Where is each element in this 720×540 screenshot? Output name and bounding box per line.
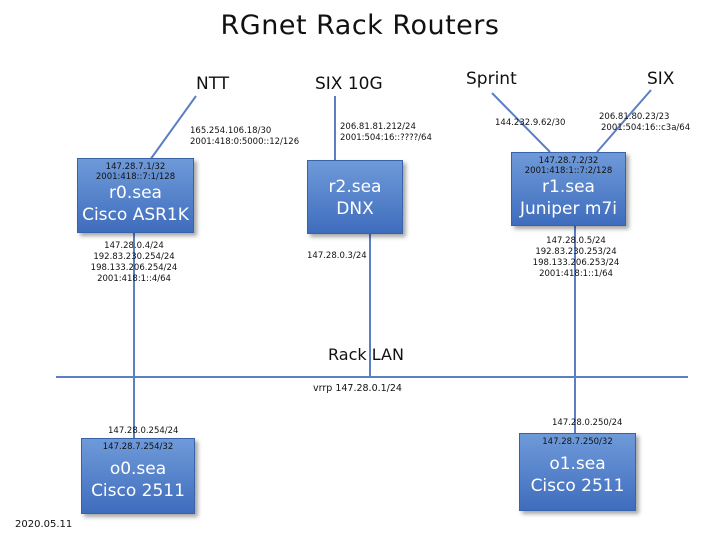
router-r0-lan-addresses: 147.28.0.4/24 192.83.230.254/24 198.133.… [89,241,179,285]
diagram-title: RGnet Rack Routers [220,10,500,41]
server-o0-box[interactable]: 147.28.7.254/32 o0.sea Cisco 2511 [81,438,195,514]
address-line: 147.28.7.254/32 [102,442,174,452]
server-o0-loopback: 147.28.7.254/32 [82,442,194,452]
server-o0-model: Cisco 2511 [91,481,185,501]
address-line: 2001:418:1::4/64 [97,274,171,284]
link-sprint-r1 [491,92,551,153]
address-line: 147.28.0.250/24 [552,418,623,428]
router-r0-loopbacks: 147.28.7.1/32 2001:418::7:1/128 [78,162,193,182]
server-o1-lan-address: 147.28.0.250/24 [552,418,622,429]
uplink-six-addresses: 206.81.80.23/23 2001:504:16::c3a/64 [599,112,690,134]
address-line: 147.28.0.3/24 [307,251,367,261]
router-r1-name: r1.sea [542,177,595,197]
router-r1-lan-addresses: 147.28.0.5/24 192.83.230.253/24 198.133.… [531,236,621,280]
router-r0-name: r0.sea [109,183,162,203]
router-r1-model: Juniper m7i [519,199,618,219]
server-o0-lan-address: 147.28.0.254/24 [108,426,178,437]
address-line: 147.28.0.5/24 [546,236,606,246]
router-r2-model: DNX [336,199,374,219]
address-line: 198.133.206.254/24 [90,263,178,273]
router-r0-model: Cisco ASR1K [82,205,189,225]
address-line: 192.83.230.253/24 [535,247,617,257]
rack-lan-label: Rack LAN [328,345,404,364]
peer-six-label: SIX [647,69,675,89]
peer-ntt-label: NTT [196,74,230,94]
server-o1-name: o1.sea [549,454,606,474]
uplink-sprint-addresses: 144.232.9.62/30 [495,118,565,129]
server-o1-loopback: 147.28.7.250/32 [520,437,635,447]
address-line: 2001:504:16::????/64 [340,133,432,143]
address-line: 165.254.106.18/30 [190,126,272,136]
router-r0-box[interactable]: 147.28.7.1/32 2001:418::7:1/128 r0.sea C… [77,158,194,233]
uplink-ntt-addresses: 165.254.106.18/30 2001:418:0:5000::12/12… [190,126,299,148]
address-line: 192.83.230.254/24 [93,252,175,262]
address-line: 2001:418::7:1/128 [95,172,176,182]
link-six-r1 [596,89,652,153]
address-line: 2001:418:1::1/64 [539,269,613,279]
address-line: 144.232.9.62/30 [495,118,566,128]
address-line: 206.81.80.23/23 [599,112,670,122]
uplink-six10g-addresses: 206.81.81.212/24 2001:504:16::????/64 [340,122,432,144]
peer-six10g-label: SIX 10G [315,74,383,94]
router-r2-lan-addresses: 147.28.0.3/24 [307,251,367,262]
server-o1-box[interactable]: 147.28.7.250/32 o1.sea Cisco 2511 [519,433,636,511]
vrrp-label: vrrp 147.28.0.1/24 [313,383,402,394]
date-label: 2020.05.11 [15,519,73,530]
address-line: 206.81.81.212/24 [340,122,416,132]
router-r2-box[interactable]: r2.sea DNX [307,160,403,234]
address-line: 2001:418:1::7:2/128 [524,166,613,176]
router-r1-loopbacks: 147.28.7.2/32 2001:418:1::7:2/128 [512,156,625,176]
server-o0-name: o0.sea [109,459,167,479]
link-ntt-r0 [149,95,197,161]
address-line: 147.28.7.250/32 [542,437,613,447]
address-line: 2001:504:16::c3a/64 [601,123,691,133]
address-line: 198.133.206.253/24 [532,258,620,268]
server-o1-model: Cisco 2511 [530,476,625,496]
address-line: 2001:418:0:5000::12/126 [190,137,300,147]
address-line: 147.28.0.4/24 [104,241,164,251]
address-line: 147.28.7.2/32 [538,156,599,166]
address-line: 147.28.7.1/32 [105,162,166,172]
router-r1-box[interactable]: 147.28.7.2/32 2001:418:1::7:2/128 r1.sea… [511,152,626,226]
address-line: 147.28.0.254/24 [108,426,179,436]
peer-sprint-label: Sprint [466,69,517,89]
router-r2-name: r2.sea [328,177,382,197]
